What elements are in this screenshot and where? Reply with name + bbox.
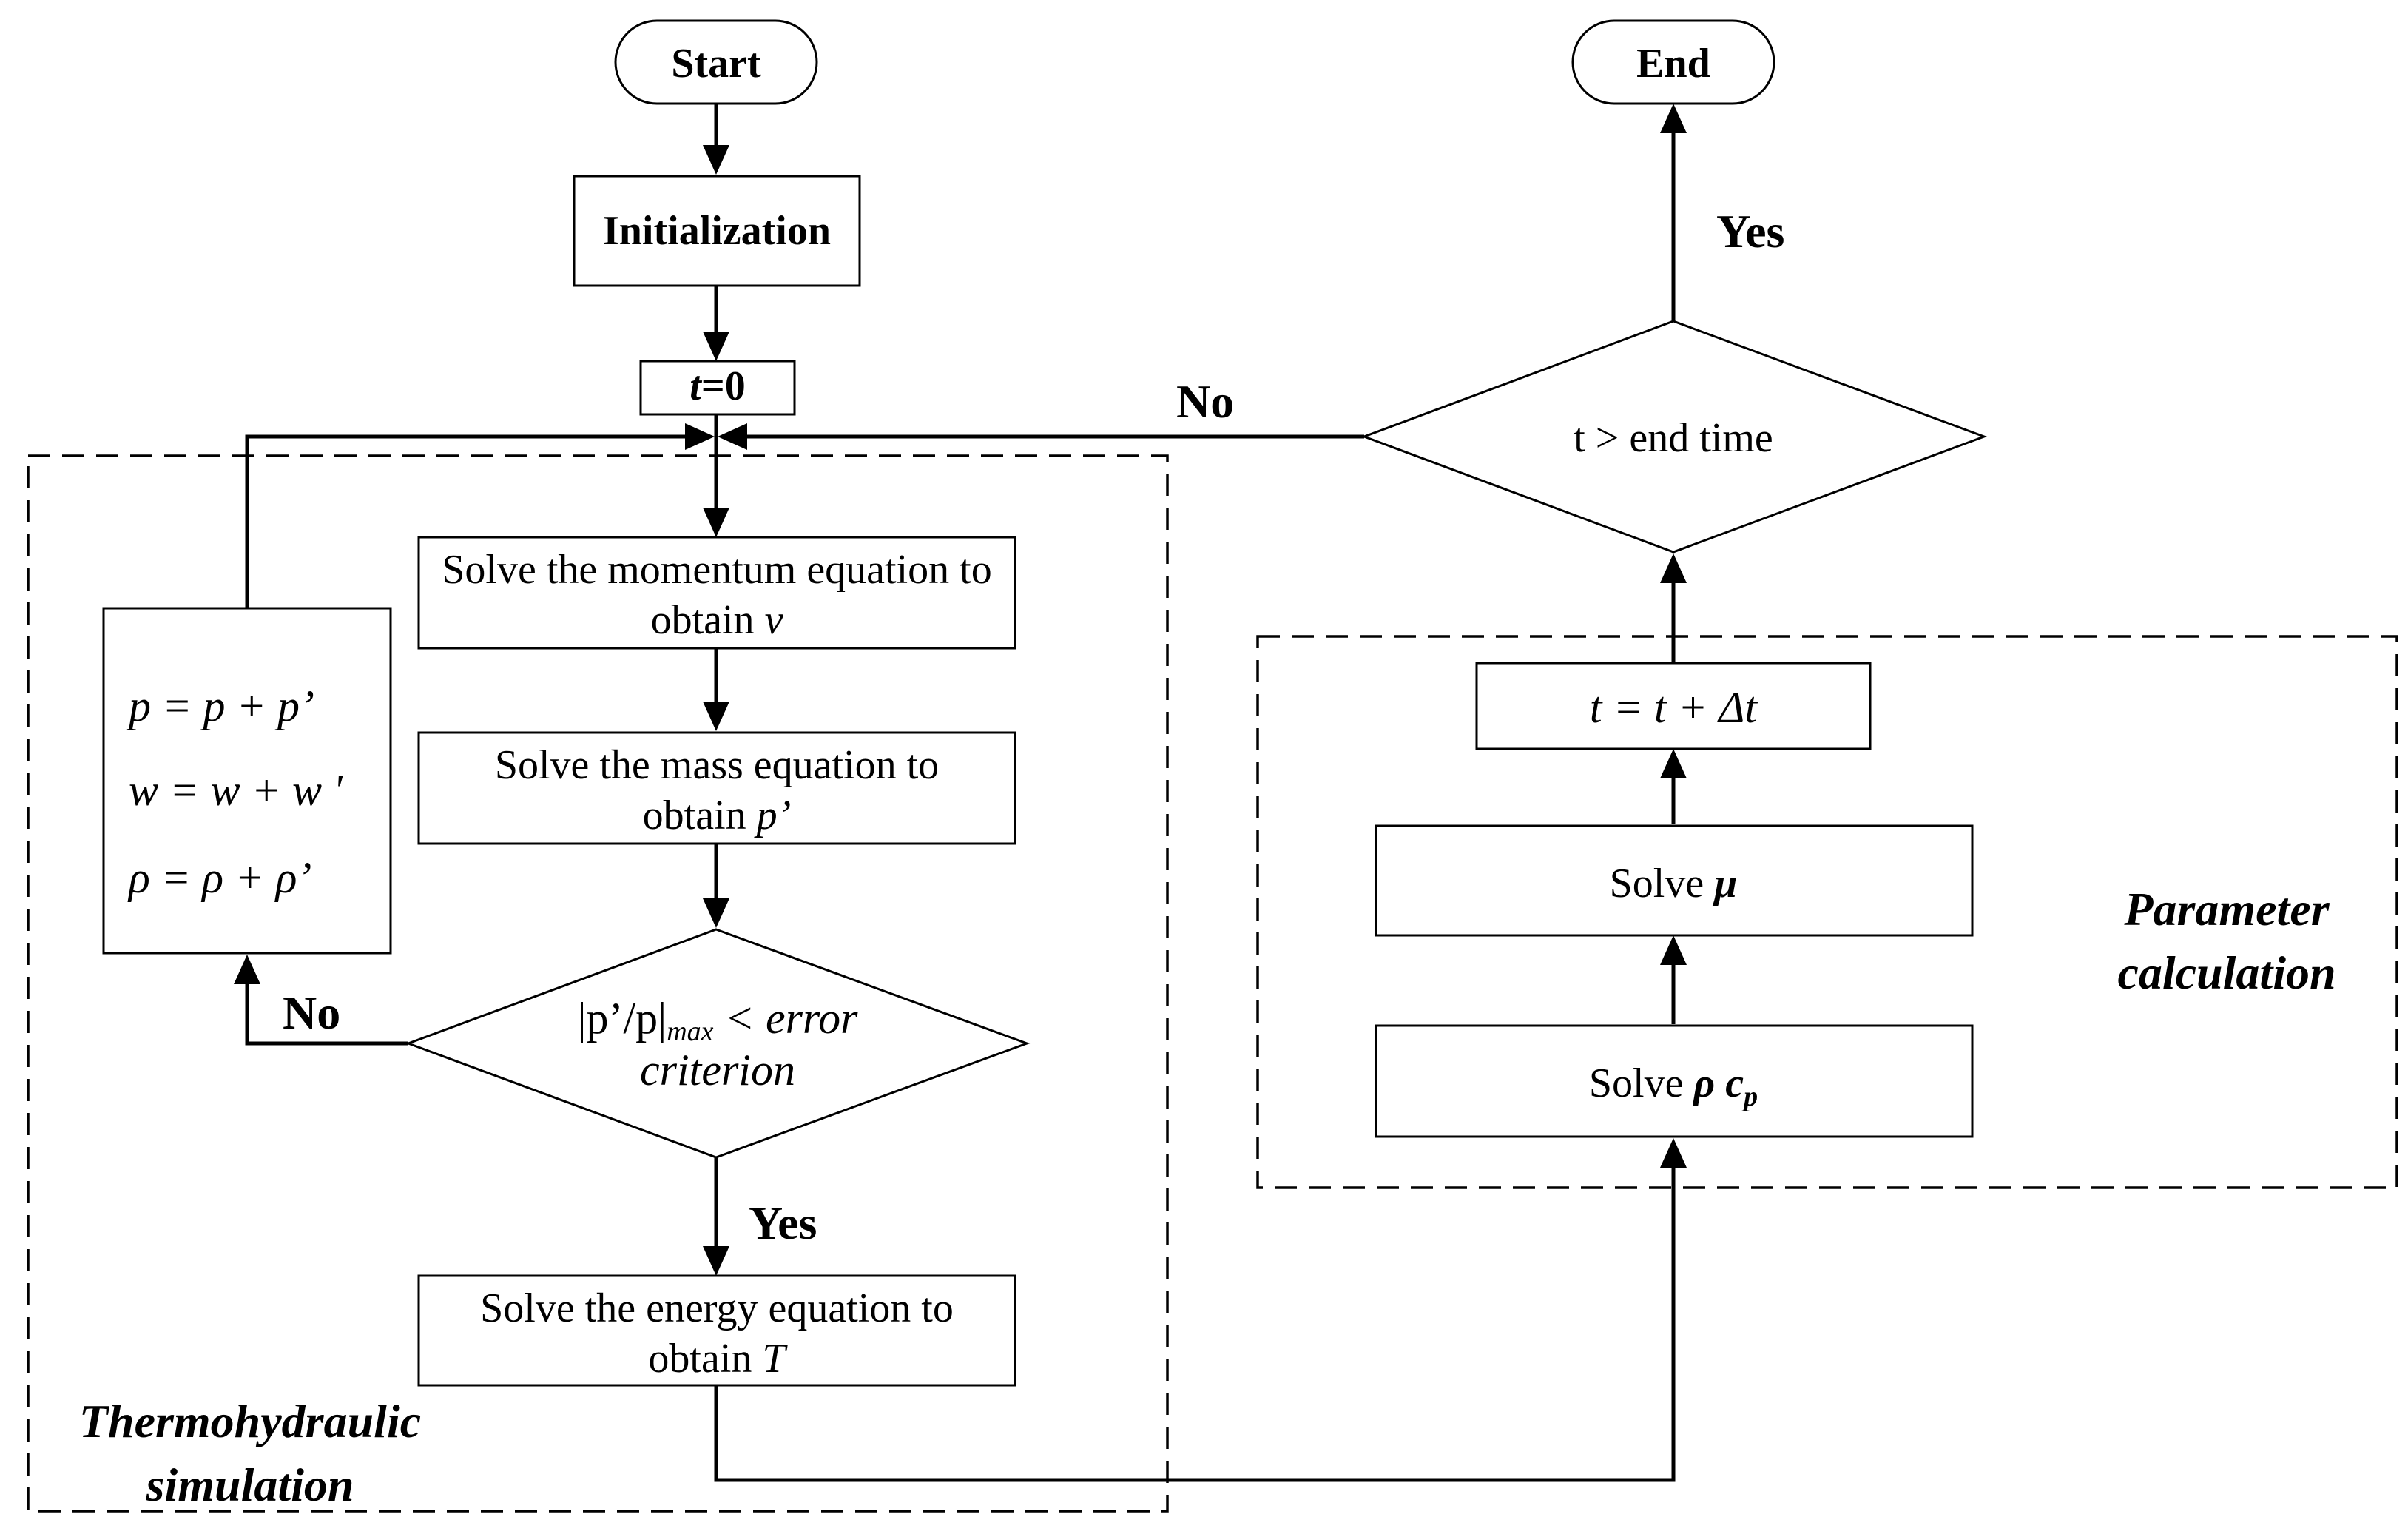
end-terminal	[1571, 19, 1775, 105]
update-rho-equation: ρ = ρ + ρ’	[127, 853, 311, 902]
time-step-box	[1475, 662, 1872, 750]
arrowhead	[703, 898, 729, 928]
connector-update-loop	[245, 434, 685, 608]
update-p-equation: p = p + p’	[126, 682, 314, 730]
thermohydraulic-group-title-line2: simulation	[146, 1459, 354, 1511]
solve-rho-cp-label: Solve ρ cp	[1589, 1060, 1758, 1112]
connector-check-update	[245, 984, 408, 1046]
connector-energy-params	[714, 1168, 1676, 1482]
arrowhead	[1660, 104, 1687, 133]
convergence-no-label: No	[283, 986, 340, 1039]
arrowhead	[1660, 1138, 1687, 1168]
t-zero-box	[639, 360, 796, 416]
correction-update-box	[102, 607, 392, 955]
end-time-yes-label: Yes	[1716, 205, 1784, 258]
momentum-line1: Solve the momentum equation to	[442, 547, 991, 593]
time-step-label: t = t + Δt	[1590, 683, 1758, 732]
thermohydraulic-simulation-group	[27, 454, 1169, 1513]
parameter-group-title-line1: Parameter	[2123, 883, 2330, 935]
energy-line1: Solve the energy equation to	[480, 1285, 954, 1331]
initialization-box	[573, 175, 861, 287]
convergence-check-decision	[405, 928, 1031, 1159]
arrowhead	[685, 423, 715, 450]
end-time-check-decision	[1360, 320, 1988, 554]
start-label: Start	[671, 41, 761, 87]
initialization-label: Initialization	[603, 208, 831, 254]
solve-rho-cp-box	[1375, 1024, 1974, 1138]
energy-line2: obtain T	[648, 1336, 788, 1382]
arrowhead	[703, 145, 729, 175]
end-label: End	[1636, 41, 1710, 87]
t-zero-label: t=0	[689, 363, 745, 409]
solve-mu-label: Solve μ	[1610, 861, 1738, 906]
end-time-check-label: t > end time	[1574, 415, 1773, 461]
solve-mu-box	[1375, 824, 1974, 937]
arrowhead	[703, 508, 729, 537]
mass-line1: Solve the mass equation to	[495, 742, 939, 788]
arrowhead	[1660, 749, 1687, 778]
arrowhead	[234, 955, 260, 984]
end-time-no-label: No	[1176, 375, 1234, 428]
parameter-calculation-group	[1256, 635, 2398, 1189]
mass-equation-box	[417, 731, 1016, 845]
convergence-line2: criterion	[640, 1046, 795, 1094]
arrowhead	[1660, 554, 1687, 583]
momentum-line2: obtain v	[651, 597, 783, 643]
arrowhead	[1660, 935, 1687, 965]
mass-line2: obtain p’	[643, 793, 792, 838]
arrowhead	[703, 332, 729, 361]
arrowhead	[703, 702, 729, 731]
convergence-yes-label: Yes	[749, 1197, 817, 1249]
arrowhead	[703, 1246, 729, 1276]
energy-equation-box	[417, 1274, 1016, 1387]
update-w-equation: w = w + w '	[129, 766, 343, 815]
thermohydraulic-group-title-line1: Thermohydraulic	[79, 1395, 421, 1447]
start-terminal	[614, 19, 818, 105]
parameter-group-title-line2: calculation	[2117, 946, 2336, 999]
momentum-equation-box	[417, 536, 1016, 650]
convergence-line1: |p’/p|max < error	[578, 994, 859, 1047]
arrowhead	[718, 423, 747, 450]
